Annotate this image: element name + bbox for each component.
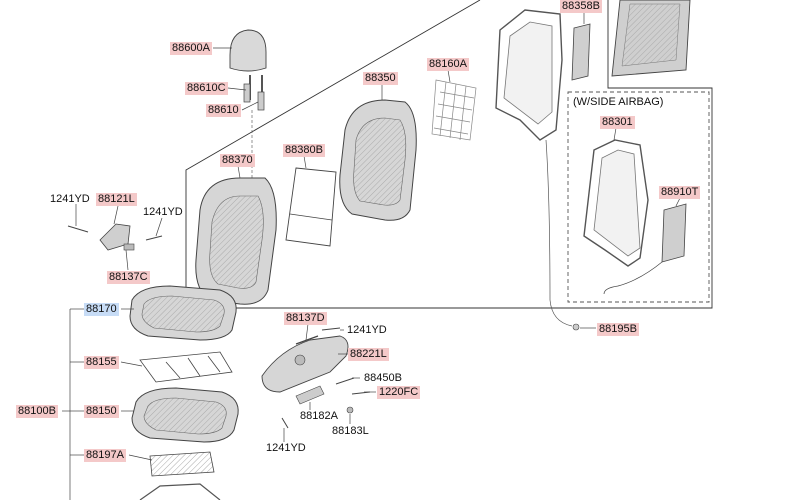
part-label-88600A[interactable]: 88600A (170, 42, 212, 55)
part-label-88910T[interactable]: 88910T (659, 186, 701, 199)
part-label-1220FC[interactable]: 1220FC (377, 386, 421, 399)
cushion-pad-part (131, 387, 239, 443)
part-label-1241YD-lower[interactable]: 1241YD (266, 442, 306, 454)
seatback-cover-part (195, 177, 277, 305)
cushion-frame-part (139, 483, 221, 500)
part-label-88137D[interactable]: 88137D (284, 312, 327, 325)
spring-mat-part (431, 79, 477, 141)
part-label-1241YD-upper[interactable]: 1241YD (347, 324, 387, 336)
seatback-heater-part (285, 167, 337, 247)
part-label-88150[interactable]: 88150 (84, 405, 119, 418)
cushion-heater-part (139, 351, 233, 383)
part-label-88137C[interactable]: 88137C (107, 271, 150, 284)
part-label-88380B[interactable]: 88380B (283, 144, 325, 157)
back-board-part (611, 0, 691, 77)
side-airbag-box (567, 91, 710, 303)
part-label-88450B[interactable]: 88450B (364, 372, 402, 384)
side-shield-part (261, 327, 371, 429)
part-label-88182A[interactable]: 88182A (300, 410, 338, 422)
headrest-guide-parts (243, 83, 265, 111)
harness-wire (545, 139, 580, 331)
part-label-88121L[interactable]: 88121L (96, 193, 137, 206)
part-label-88221L[interactable]: 88221L (348, 348, 389, 361)
seatback-group-outline (185, 0, 713, 309)
part-label-88160A[interactable]: 88160A (427, 58, 469, 71)
seatback-frame-upper-part (495, 9, 563, 141)
part-label-1241YD-right[interactable]: 1241YD (143, 206, 183, 218)
part-label-88358B[interactable]: 88358B (560, 0, 602, 13)
part-label-88195B[interactable]: 88195B (597, 323, 639, 336)
part-label-88350[interactable]: 88350 (363, 72, 398, 85)
side-airbag-note: (W/SIDE AIRBAG) (573, 96, 664, 108)
cushion-mat-part (149, 451, 215, 477)
part-label-88197A[interactable]: 88197A (84, 449, 126, 462)
seatback-pad-part (339, 99, 417, 221)
leader-lines (62, 10, 681, 500)
airbag-frame-part (583, 139, 649, 267)
side-airbag-part (603, 203, 687, 295)
cushion-cover-part (129, 285, 237, 341)
part-label-88610[interactable]: 88610 (206, 104, 241, 117)
part-label-88301[interactable]: 88301 (600, 116, 635, 129)
side-panel-part (571, 23, 591, 81)
part-label-88370[interactable]: 88370 (220, 154, 255, 167)
part-label-88183L[interactable]: 88183L (332, 425, 369, 437)
lumbar-support-part (67, 223, 163, 251)
part-label-1241YD-left[interactable]: 1241YD (50, 193, 90, 205)
part-label-88170[interactable]: 88170 (84, 303, 119, 316)
part-label-88610C[interactable]: 88610C (185, 82, 228, 95)
part-label-88155[interactable]: 88155 (84, 356, 119, 369)
part-label-88100B[interactable]: 88100B (16, 405, 58, 418)
